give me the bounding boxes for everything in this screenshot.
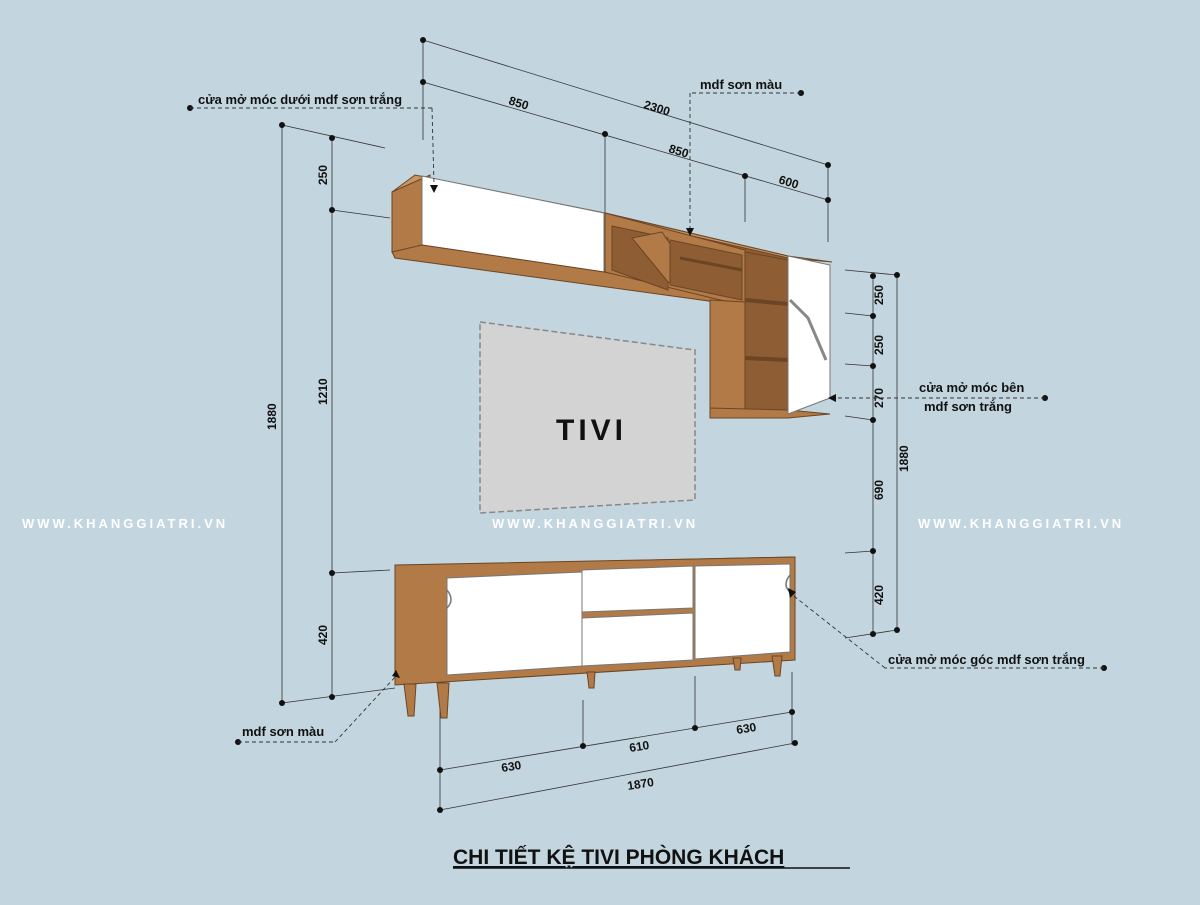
watermark-left: WWW.KHANGGIATRI.VN <box>22 516 228 531</box>
dim-top-seg-1: 850 <box>507 93 531 112</box>
tv-screen: TIVI <box>479 321 696 514</box>
left-dimension-lines <box>279 122 396 706</box>
tv-label: TIVI <box>556 414 627 447</box>
lower-tv-console <box>394 556 796 719</box>
dim-right-seg-1: 250 <box>872 285 886 305</box>
top-dimension-lines <box>420 37 831 242</box>
console-bottom-drawer <box>581 612 694 667</box>
annotation-color-mdf-bottom: mdf sơn màu <box>235 670 400 745</box>
label-side-door-line1: cửa mở móc bên <box>919 380 1024 395</box>
console-right-door <box>694 563 791 660</box>
dim-top-total: 2300 <box>642 97 672 118</box>
dim-bottom-seg-3: 630 <box>735 720 757 737</box>
console-left-door <box>446 571 583 676</box>
dim-right-seg-5: 420 <box>872 585 886 605</box>
dim-left-middle: 1210 <box>316 378 330 405</box>
page-title: CHI TIẾT KỆ TIVI PHÒNG KHÁCH <box>453 845 784 869</box>
label-corner-door: cửa mở móc góc mdf sơn trắng <box>888 652 1085 667</box>
annotation-side-door: cửa mở móc bên mdf sơn trắng <box>828 380 1048 414</box>
dim-left-total: 1880 <box>265 403 279 430</box>
dim-bottom-seg-1: 630 <box>500 758 522 775</box>
dim-right-seg-3: 270 <box>872 388 886 408</box>
dim-left-lower: 420 <box>316 625 330 645</box>
annotation-color-mdf-top: mdf sơn màu <box>686 77 804 236</box>
upper-right-white-door <box>787 255 831 415</box>
right-dimension-lines <box>844 269 900 639</box>
label-color-mdf-top: mdf sơn màu <box>700 77 782 92</box>
upper-wall-cabinet <box>391 174 833 419</box>
dim-top-seg-3: 600 <box>777 172 801 191</box>
dim-bottom-seg-2: 610 <box>628 738 650 755</box>
dim-left-upper: 250 <box>316 165 330 185</box>
dim-top-seg-2: 850 <box>667 141 691 160</box>
annotation-door-bottom-white: cửa mở móc dưới mdf sơn trắng <box>187 92 438 193</box>
watermark-right: WWW.KHANGGIATRI.VN <box>918 516 1124 531</box>
annotation-corner-door: cửa mở móc góc mdf sơn trắng <box>788 588 1107 671</box>
label-door-bottom-white: cửa mở móc dưới mdf sơn trắng <box>198 92 402 107</box>
dim-right-seg-4: 690 <box>872 480 886 500</box>
dim-bottom-total: 1870 <box>626 775 655 793</box>
console-top-drawer <box>581 565 694 613</box>
bottom-dimension-lines <box>437 672 798 813</box>
dim-right-total: 1880 <box>897 445 911 472</box>
watermark-center: WWW.KHANGGIATRI.VN <box>492 516 698 531</box>
label-color-mdf-bottom: mdf sơn màu <box>242 724 324 739</box>
dim-right-seg-2: 250 <box>872 335 886 355</box>
label-side-door-line2: mdf sơn trắng <box>924 399 1012 414</box>
